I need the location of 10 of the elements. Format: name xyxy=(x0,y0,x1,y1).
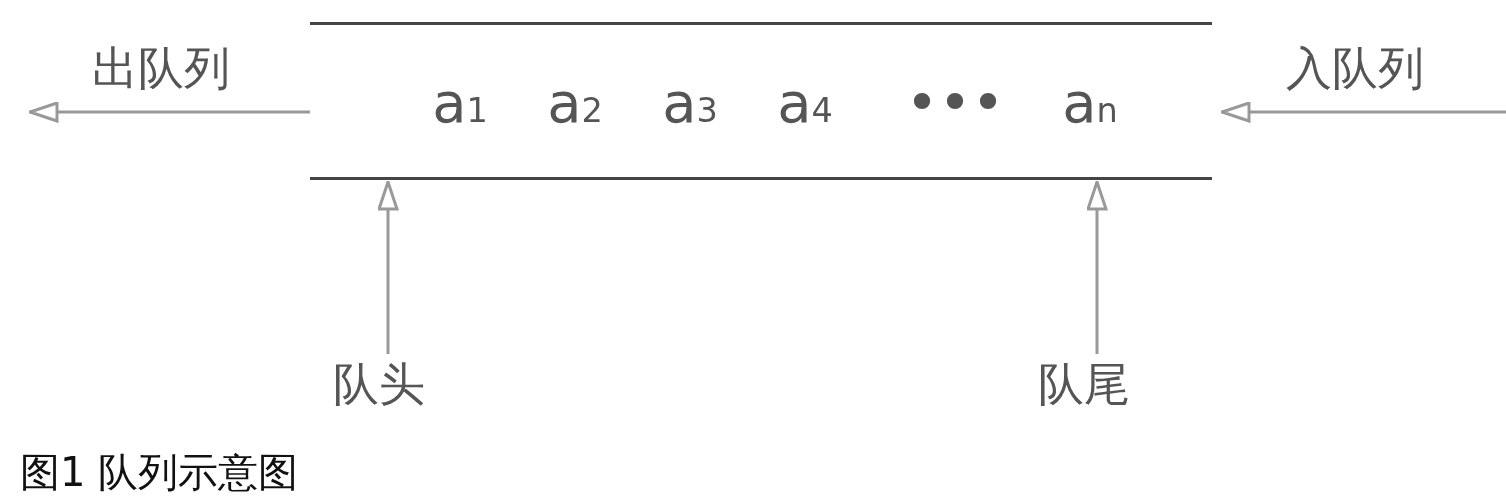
pointer-label: 队头 xyxy=(333,358,425,410)
arrow xyxy=(28,101,310,123)
arrow xyxy=(1086,180,1108,354)
arrow xyxy=(377,180,399,354)
ellipsis: ••• xyxy=(905,73,1005,133)
figure-caption: 图1 队列示意图 xyxy=(20,448,299,496)
pointer-label: 队尾 xyxy=(1038,358,1130,410)
queue-band xyxy=(310,22,1212,180)
arrow xyxy=(1220,101,1506,123)
edge-label: 入队列 xyxy=(1286,42,1424,94)
